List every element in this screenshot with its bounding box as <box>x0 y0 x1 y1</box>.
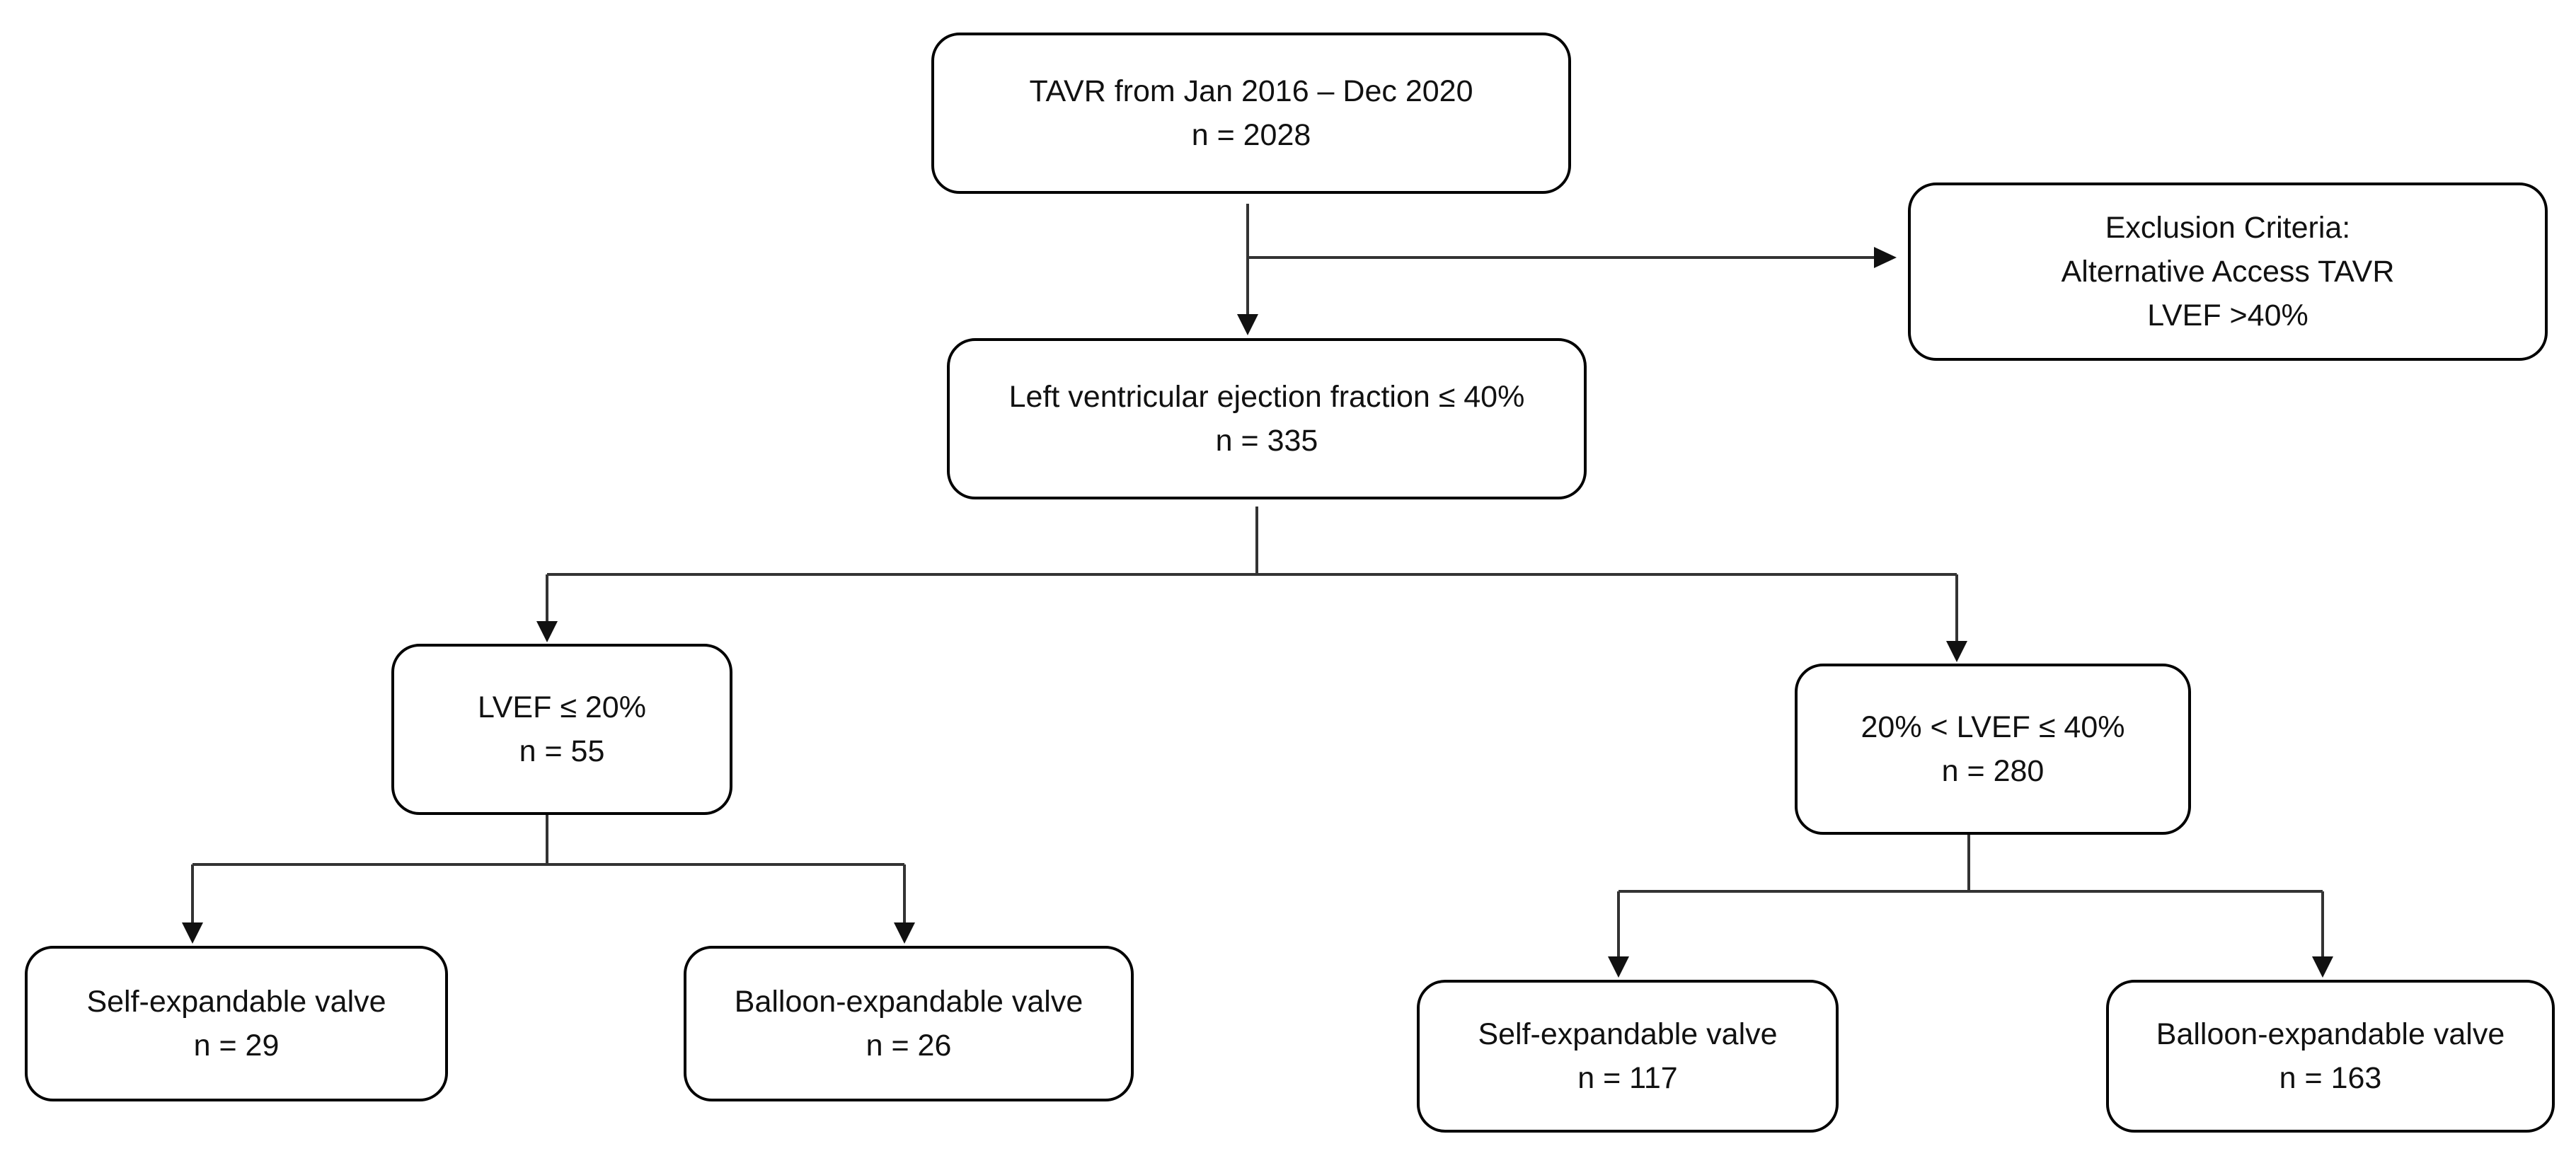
lvef-le-20-self-expandable-box: Self-expandable valve n = 29 <box>25 946 448 1101</box>
total-tavr-label: TAVR from Jan 2016 – Dec 2020 <box>1029 74 1473 108</box>
arrowhead-se20 <box>182 922 203 944</box>
exclusion-criteria-box: Exclusion Criteria: Alternative Access T… <box>1908 183 2548 361</box>
total-tavr-count: n = 2028 <box>1191 118 1311 152</box>
arrowhead-lvef2040 <box>1946 641 1967 662</box>
lvef-le-20-count: n = 55 <box>519 734 605 768</box>
lvef-le-20-self-expandable-count: n = 29 <box>193 1029 280 1063</box>
total-tavr-box: TAVR from Jan 2016 – Dec 2020 n = 2028 <box>931 33 1571 194</box>
lvef-20-40-count: n = 280 <box>1941 754 2045 788</box>
lvef-le-20-balloon-expandable-count: n = 26 <box>866 1029 952 1063</box>
lvef-le-40-box: Left ventricular ejection fraction ≤ 40%… <box>947 338 1587 499</box>
lvef-le-20-balloon-expandable-box: Balloon-expandable valve n = 26 <box>684 946 1134 1101</box>
arrowhead-be20 <box>894 922 915 944</box>
exclusion-alternative-access: Alternative Access TAVR <box>2061 255 2395 289</box>
arrowhead-lvef40 <box>1237 314 1258 335</box>
lvef-le-20-label: LVEF ≤ 20% <box>478 690 646 724</box>
arrowhead-exclusion <box>1874 247 1897 268</box>
arrowhead-se2040 <box>1608 956 1629 978</box>
lvef-20-40-self-expandable-label: Self-expandable valve <box>1478 1017 1778 1051</box>
lvef-le-20-box: LVEF ≤ 20% n = 55 <box>391 644 732 815</box>
lvef-20-40-balloon-expandable-box: Balloon-expandable valve n = 163 <box>2106 980 2555 1133</box>
lvef-20-40-self-expandable-box: Self-expandable valve n = 117 <box>1417 980 1839 1133</box>
lvef-20-40-label: 20% < LVEF ≤ 40% <box>1861 710 2125 744</box>
lvef-le-40-label: Left ventricular ejection fraction ≤ 40% <box>1008 380 1525 414</box>
lvef-20-40-balloon-expandable-label: Balloon-expandable valve <box>2156 1017 2505 1051</box>
lvef-le-40-count: n = 335 <box>1215 424 1318 458</box>
arrowhead-lvef20 <box>536 621 558 642</box>
exclusion-lvef-above-40: LVEF >40% <box>2147 299 2308 332</box>
lvef-20-40-self-expandable-count: n = 117 <box>1577 1061 1678 1095</box>
arrowhead-be2040 <box>2312 956 2333 978</box>
lvef-le-20-self-expandable-label: Self-expandable valve <box>86 985 386 1019</box>
exclusion-criteria-title: Exclusion Criteria: <box>2105 211 2351 245</box>
lvef-le-20-balloon-expandable-label: Balloon-expandable valve <box>734 985 1083 1019</box>
lvef-20-40-balloon-expandable-count: n = 163 <box>2279 1061 2382 1095</box>
lvef-20-40-box: 20% < LVEF ≤ 40% n = 280 <box>1795 664 2191 835</box>
